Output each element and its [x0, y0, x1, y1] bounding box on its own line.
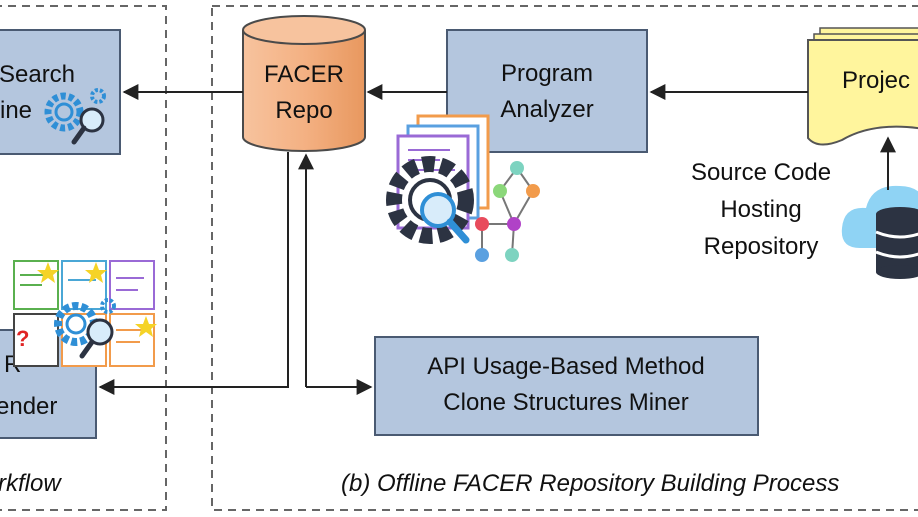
recommendation-docs-icon: ? [13, 260, 157, 367]
code-analysis-icon [386, 114, 540, 262]
question-mark-icon: ? [16, 326, 29, 351]
projects-node: Projec [807, 27, 918, 146]
recommender-line2: ender [0, 393, 57, 420]
clone-miner-line2: Clone Structures Miner [443, 389, 688, 416]
source-code-line2: Hosting [720, 196, 801, 223]
source-code-hosting-label: Source Code Hosting Repository [691, 159, 831, 260]
left-panel-caption: rkflow [0, 470, 62, 497]
facer-repo-line1: FACER [264, 61, 344, 88]
projects-label: Projec [842, 67, 910, 94]
graph-icon [475, 161, 540, 262]
search-engine-line1: Search [0, 61, 75, 88]
search-gear-icon [44, 88, 106, 145]
search-engine-line2: ine [0, 97, 32, 124]
cloud-database-icon [841, 185, 918, 279]
clone-miner-line1: API Usage-Based Method [427, 353, 705, 380]
search-engine-node: Search ine [0, 29, 121, 155]
star-icon [85, 262, 107, 283]
program-analyzer-node: Program Analyzer [446, 29, 648, 153]
facer-repo-line2: Repo [275, 97, 332, 124]
facer-repo-node: FACER Repo [242, 15, 366, 152]
source-code-line1: Source Code [691, 159, 831, 186]
star-icon [37, 262, 59, 283]
clone-miner-node: API Usage-Based Method Clone Structures … [374, 336, 759, 436]
star-icon [135, 316, 157, 337]
source-code-line3: Repository [704, 233, 819, 260]
arrow-repo-to-recommender [98, 152, 289, 395]
right-panel-caption: (b) Offline FACER Repository Building Pr… [341, 470, 839, 497]
program-analyzer-line2: Analyzer [500, 96, 593, 123]
program-analyzer-line1: Program [501, 60, 593, 87]
left-panel-border [0, 5, 167, 511]
